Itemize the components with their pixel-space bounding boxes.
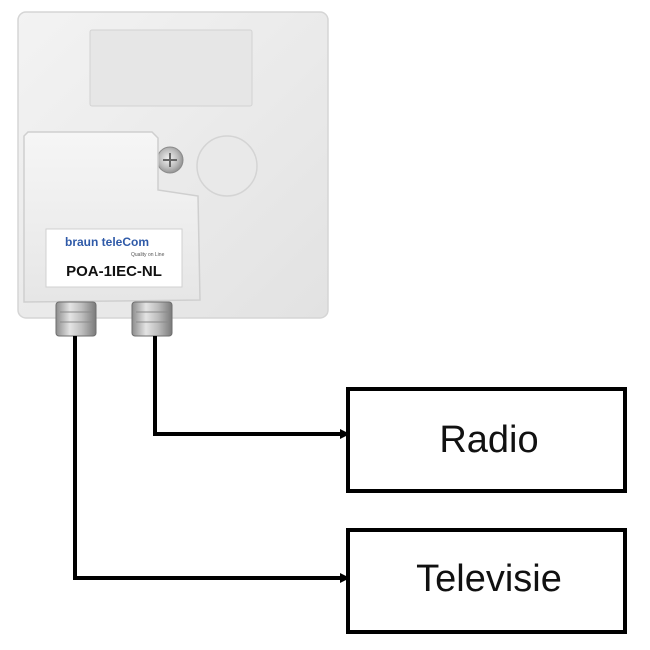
brand-tagline: Quality on Line (131, 252, 165, 258)
blank-knockout (196, 135, 258, 197)
screw-icon (156, 146, 184, 174)
connector-tv (55, 301, 97, 337)
label-recess (89, 29, 253, 107)
wall-socket: braun teleCom Quality on Line POA-1IEC-N… (17, 11, 329, 337)
television-label: Televisie (416, 558, 562, 600)
model-number: POA-1IEC-NL (66, 263, 162, 280)
radio-label: Radio (439, 419, 538, 461)
connector-radio (131, 301, 173, 337)
brand-logo: braun teleCom (65, 235, 149, 249)
radio-box: Radio (346, 387, 627, 493)
tv-connection-line (73, 336, 350, 583)
device-label (45, 228, 183, 288)
television-box: Televisie (346, 528, 627, 634)
radio-connection-line (153, 336, 350, 439)
